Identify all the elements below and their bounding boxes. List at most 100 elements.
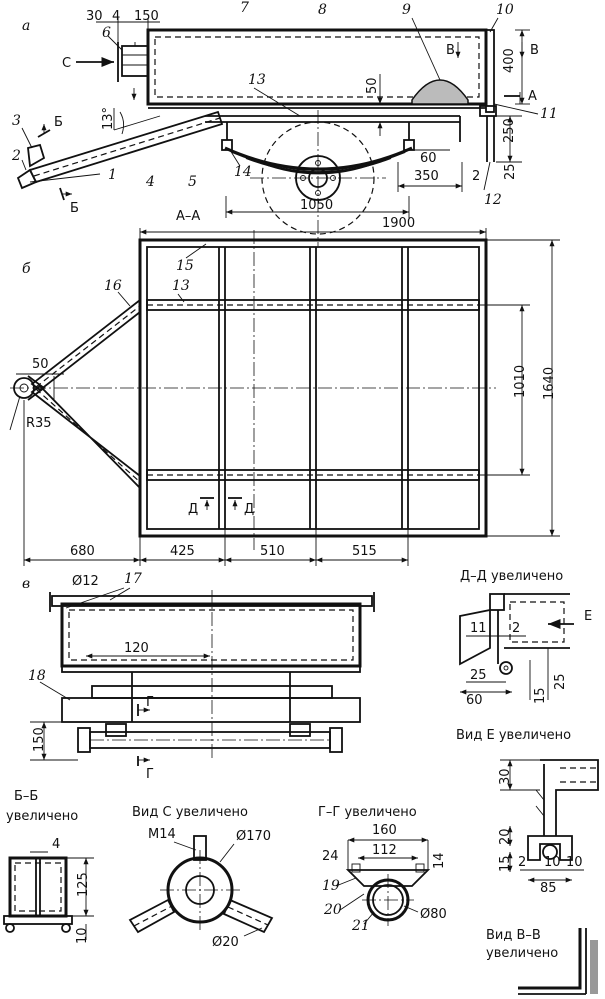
view-a-label: а xyxy=(22,18,30,34)
svg-text:12: 12 xyxy=(484,192,502,208)
svg-text:160: 160 xyxy=(372,823,397,838)
svg-text:150: 150 xyxy=(134,9,159,24)
svg-text:13: 13 xyxy=(172,278,190,294)
svg-text:112: 112 xyxy=(372,843,397,858)
svg-text:250: 250 xyxy=(502,118,517,143)
view-a: а xyxy=(11,0,558,246)
svg-text:400: 400 xyxy=(502,48,517,73)
svg-text:Ø20: Ø20 xyxy=(212,935,239,950)
svg-text:60: 60 xyxy=(420,151,437,166)
svg-text:680: 680 xyxy=(70,544,95,559)
svg-text:30: 30 xyxy=(498,768,513,785)
detail-vv: Вид В–В увеличено xyxy=(486,928,598,995)
svg-text:6: 6 xyxy=(102,25,111,41)
svg-text:2: 2 xyxy=(472,169,480,184)
svg-text:Д: Д xyxy=(188,502,198,517)
detail-e: Вид Е увеличено 30 20 15 2 10 10 85 xyxy=(456,728,599,896)
svg-text:150: 150 xyxy=(32,727,47,752)
detail-gg: Г–Г увеличено 160 112 24 14 19 20 21 Ø80 xyxy=(318,805,447,934)
svg-text:Б: Б xyxy=(54,115,63,130)
svg-text:Вид В–В: Вид В–В xyxy=(486,928,541,943)
svg-text:50: 50 xyxy=(365,77,380,94)
svg-text:20: 20 xyxy=(498,828,513,845)
svg-text:85: 85 xyxy=(540,881,557,896)
svg-text:Вид С увеличено: Вид С увеличено xyxy=(132,805,248,820)
svg-text:10: 10 xyxy=(75,927,90,944)
svg-text:30: 30 xyxy=(86,9,103,24)
svg-text:R35: R35 xyxy=(26,416,52,431)
svg-text:Ø80: Ø80 xyxy=(420,907,447,922)
svg-text:Г: Г xyxy=(146,695,154,710)
svg-text:19: 19 xyxy=(322,878,340,894)
svg-text:2: 2 xyxy=(11,148,21,164)
svg-text:13: 13 xyxy=(248,72,266,88)
svg-text:Б–Б: Б–Б xyxy=(14,789,38,804)
svg-text:16: 16 xyxy=(104,278,122,294)
svg-text:В: В xyxy=(446,43,455,58)
svg-text:10: 10 xyxy=(496,2,514,18)
svg-text:120: 120 xyxy=(124,641,149,656)
svg-text:1050: 1050 xyxy=(300,198,333,213)
svg-text:Б: Б xyxy=(70,201,79,216)
svg-text:15: 15 xyxy=(533,687,548,704)
svg-text:в: в xyxy=(22,576,30,592)
svg-text:515: 515 xyxy=(352,544,377,559)
svg-text:4: 4 xyxy=(145,174,155,190)
svg-text:10: 10 xyxy=(566,855,583,870)
svg-text:Ø12: Ø12 xyxy=(72,574,99,589)
svg-text:1900: 1900 xyxy=(382,216,415,231)
svg-text:14: 14 xyxy=(432,852,447,869)
svg-text:4: 4 xyxy=(52,837,60,852)
view-b: б А–А 1900 164 xyxy=(9,209,560,566)
svg-text:Ø170: Ø170 xyxy=(236,829,271,844)
svg-text:2: 2 xyxy=(518,855,526,870)
svg-text:350: 350 xyxy=(414,169,439,184)
svg-text:1640: 1640 xyxy=(542,367,557,400)
svg-text:М14: М14 xyxy=(148,827,176,842)
svg-text:7: 7 xyxy=(240,0,249,16)
svg-text:425: 425 xyxy=(170,544,195,559)
svg-text:Вид Е увеличено: Вид Е увеличено xyxy=(456,728,571,743)
svg-text:9: 9 xyxy=(402,2,411,18)
svg-text:17: 17 xyxy=(124,571,142,587)
svg-text:Е: Е xyxy=(584,609,592,624)
svg-text:3: 3 xyxy=(12,113,21,129)
detail-c: Вид С увеличено М14 Ø170 Ø20 xyxy=(128,805,274,950)
svg-text:увеличено: увеличено xyxy=(486,946,558,961)
svg-text:14: 14 xyxy=(234,164,252,180)
svg-text:5: 5 xyxy=(188,174,197,190)
svg-text:11: 11 xyxy=(470,621,487,636)
svg-text:Г: Г xyxy=(146,767,154,782)
svg-text:50: 50 xyxy=(32,357,49,372)
svg-text:10: 10 xyxy=(544,855,561,870)
svg-text:24: 24 xyxy=(322,849,339,864)
svg-text:60: 60 xyxy=(466,693,483,708)
svg-text:13°: 13° xyxy=(101,107,116,130)
svg-text:Д: Д xyxy=(244,502,254,517)
svg-text:510: 510 xyxy=(260,544,285,559)
view-c: в Ø12 17 120 18 150 Г xyxy=(22,571,375,782)
svg-text:Д–Д увеличено: Д–Д увеличено xyxy=(460,569,563,584)
svg-text:125: 125 xyxy=(76,872,91,897)
svg-text:25: 25 xyxy=(553,673,568,690)
svg-text:18: 18 xyxy=(28,668,46,684)
svg-text:1010: 1010 xyxy=(513,365,528,398)
detail-bb: Б–Б увеличено 4 125 10 xyxy=(3,789,94,944)
svg-text:А–А: А–А xyxy=(176,209,200,224)
svg-text:20: 20 xyxy=(323,902,342,918)
svg-text:А: А xyxy=(528,89,537,104)
svg-text:2: 2 xyxy=(512,621,520,636)
svg-text:С: С xyxy=(62,56,71,71)
svg-text:4: 4 xyxy=(112,9,120,24)
svg-text:Г–Г увеличено: Г–Г увеличено xyxy=(318,805,417,820)
svg-text:8: 8 xyxy=(318,2,327,18)
svg-text:11: 11 xyxy=(540,106,558,122)
svg-text:В: В xyxy=(530,43,539,58)
detail-dd: Д–Д увеличено Е 11 2 25 15 25 60 xyxy=(459,569,592,708)
svg-text:1: 1 xyxy=(108,167,117,183)
svg-text:увеличено: увеличено xyxy=(6,809,78,824)
svg-text:25: 25 xyxy=(503,163,518,180)
svg-text:15: 15 xyxy=(176,258,194,274)
svg-text:б: б xyxy=(22,261,31,277)
